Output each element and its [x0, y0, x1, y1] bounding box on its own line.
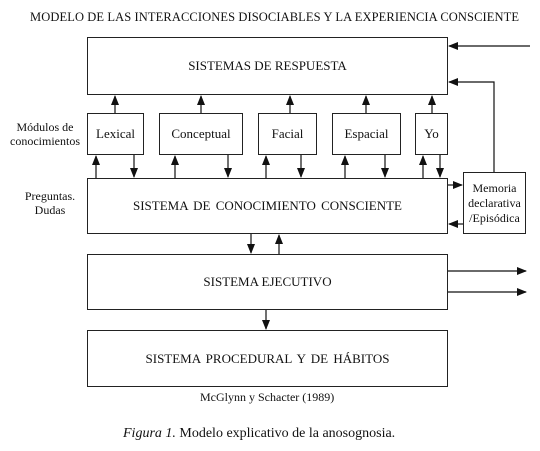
credit-text: McGlynn y Schacter (1989)	[200, 390, 335, 404]
memoria-label: Memoria declarativa /Episódica	[468, 180, 521, 225]
yo-label: Yo	[424, 126, 439, 141]
conceptual-module: Conceptual	[159, 113, 243, 155]
modulos-label: Módulos de conocimientos	[10, 120, 80, 148]
memoria-box: Memoria declarativa /Episódica	[463, 172, 526, 234]
yo-module: Yo	[415, 113, 448, 155]
espacial-module: Espacial	[332, 113, 401, 155]
caption-text: Modelo explicativo de la anosognosia.	[175, 426, 396, 441]
sistema-ejecutivo-box: SISTEMA EJECUTIVO	[87, 254, 448, 310]
conocimiento-consciente-label: SISTEMA DE CONOCIMIENTO CONSCIENTE	[132, 198, 402, 213]
sistema-procedural-label: SISTEMA PROCEDURAL Y DE HÁBITOS	[145, 350, 390, 366]
lexical-label: Lexical	[96, 126, 135, 141]
conceptual-label: Conceptual	[171, 126, 231, 141]
preguntas-label: Preguntas. Dudas	[24, 189, 76, 217]
conocimiento-consciente-box: SISTEMA DE CONOCIMIENTO CONSCIENTE	[87, 178, 448, 234]
sistema-procedural-box: SISTEMA PROCEDURAL Y DE HÁBITOS	[87, 330, 448, 387]
memoria-to-respuesta-arrow	[448, 78, 495, 172]
espacial-label: Espacial	[344, 126, 389, 141]
diagram-title: MODELO DE LAS INTERACCIONES DISOCIABLES …	[30, 10, 520, 24]
sistemas-respuesta-label: SISTEMAS DE RESPUESTA	[188, 58, 347, 73]
lexical-module: Lexical	[87, 113, 144, 155]
sistemas-respuesta-box: SISTEMAS DE RESPUESTA	[87, 37, 448, 95]
facial-label: Facial	[271, 126, 304, 141]
sistema-ejecutivo-label: SISTEMA EJECUTIVO	[203, 274, 332, 289]
figure-caption: Figura 1. Modelo explicativo de la anoso…	[123, 426, 395, 442]
facial-module: Facial	[258, 113, 317, 155]
figure-number: Figura 1.	[123, 426, 176, 441]
